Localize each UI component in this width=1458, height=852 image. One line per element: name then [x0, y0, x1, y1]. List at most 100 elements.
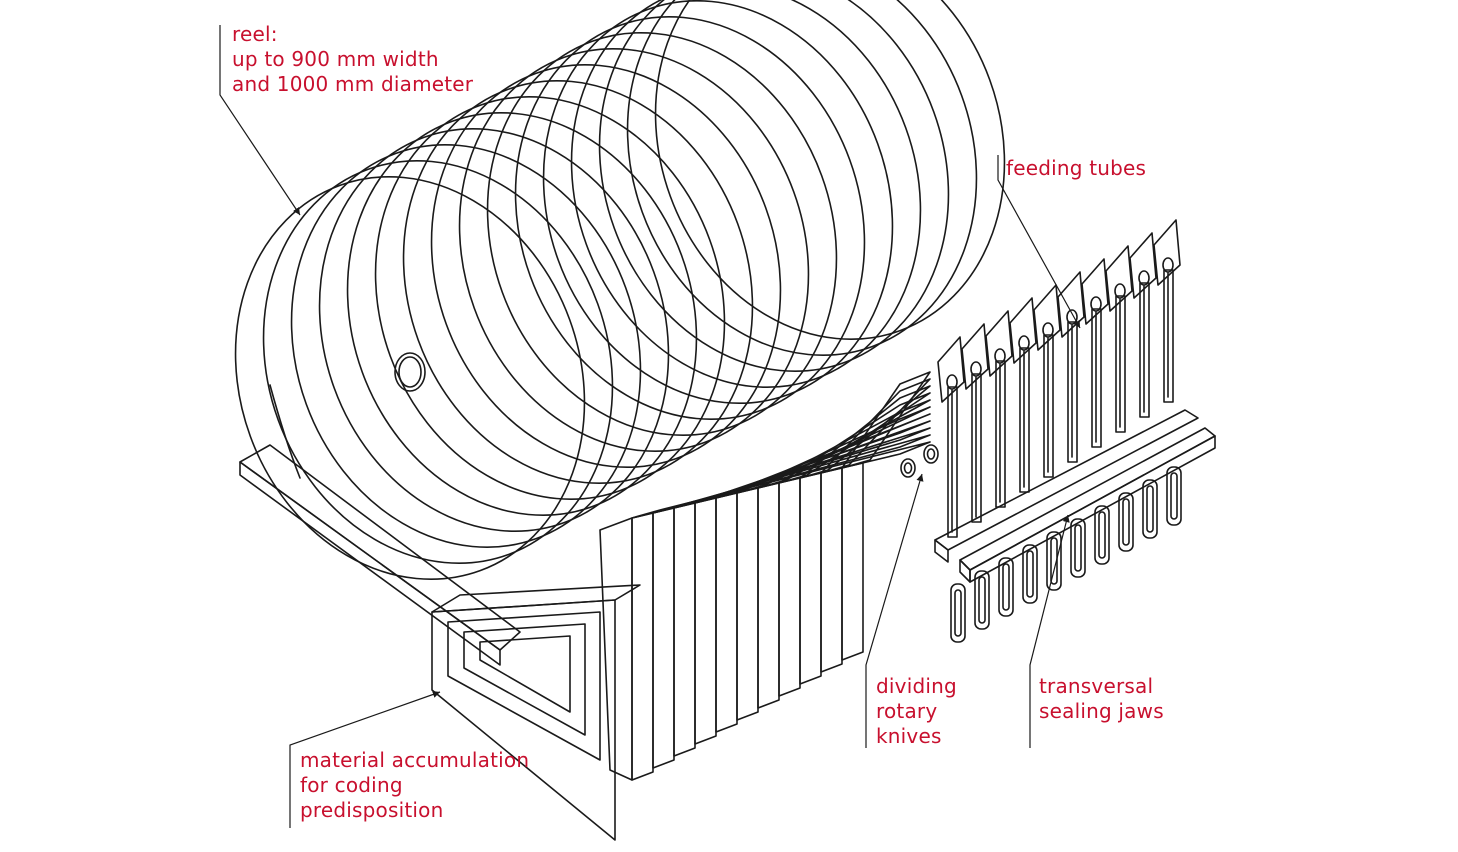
- web-band: [820, 467, 843, 673]
- dividing-knives-label: dividing rotary knives: [876, 674, 957, 749]
- reel-band: [318, 127, 670, 533]
- knife-1-icon: [900, 458, 916, 478]
- web-strip: [694, 420, 931, 504]
- reel-band: [486, 31, 838, 437]
- jaw-outer: [998, 557, 1014, 617]
- jaw-inner: [1146, 485, 1154, 533]
- jaw-inner: [1026, 550, 1034, 598]
- sealing-jaws-label: transversal sealing jaws: [1039, 674, 1164, 724]
- accumulation-label: material accumulation for coding predisp…: [300, 748, 529, 823]
- sealing-jaw: [1166, 466, 1182, 526]
- tube-funnel: [1057, 271, 1085, 338]
- feeding-tube: [1009, 297, 1037, 493]
- jaw-inner: [1098, 511, 1106, 559]
- reel-face: [234, 175, 586, 581]
- jaw-inner: [1170, 472, 1178, 520]
- dividing-knives-label-line-2: rotary: [876, 699, 938, 723]
- accumulation-leader: [289, 691, 441, 828]
- web-band: [841, 462, 864, 661]
- web-band: [673, 502, 696, 757]
- sealing-jaws-label-line-1: transversal: [1039, 674, 1154, 698]
- jaw-inner: [978, 576, 986, 624]
- tube-opening: [970, 361, 982, 377]
- feeding-tubes: [937, 219, 1181, 538]
- tube-body: [971, 373, 982, 523]
- jaw-outer: [974, 570, 990, 630]
- sealing-jaw: [1094, 505, 1110, 565]
- reel-band: [542, 0, 894, 405]
- tube-funnel: [985, 310, 1013, 377]
- tube-opening: [994, 348, 1006, 364]
- tube-funnel: [1081, 258, 1109, 325]
- tube-opening: [1018, 335, 1030, 351]
- jaw-outer: [1166, 466, 1182, 526]
- dividing-knives-label-line-1: dividing: [876, 674, 957, 698]
- reel-bands: [262, 0, 1006, 565]
- reel-band: [514, 15, 866, 421]
- web-band: [694, 497, 717, 745]
- jaw-outer: [1046, 531, 1062, 591]
- leader-lines: [219, 25, 1081, 828]
- tube-opening: [1090, 296, 1102, 312]
- reel-band: [458, 47, 810, 453]
- reel-label: reel: up to 900 mm width and 1000 mm dia…: [232, 22, 473, 97]
- feeding-tubes-leader: [997, 155, 1081, 329]
- tube-opening: [1138, 270, 1150, 286]
- sealing-jaw: [998, 557, 1014, 617]
- feeding-tubes-label-line-1: feeding tubes: [1006, 156, 1147, 180]
- knife-2-icon: [923, 444, 939, 464]
- accumulation-label-line-2: for coding: [300, 773, 403, 797]
- tube-funnel: [1129, 232, 1157, 299]
- jaw-outer: [1070, 518, 1086, 578]
- web-band: [736, 487, 759, 721]
- tube-opening: [1042, 322, 1054, 338]
- web-strip: [715, 413, 931, 499]
- reel-base-tray: [239, 444, 521, 666]
- web-strip: [820, 378, 931, 474]
- feeding-tube: [1153, 219, 1181, 403]
- reel-label-line-3: and 1000 mm diameter: [232, 72, 474, 96]
- tube-opening: [1114, 283, 1126, 299]
- web-band: [757, 482, 780, 709]
- sealing-jaws-leader: [1029, 514, 1070, 748]
- web-band: [715, 492, 738, 733]
- rotary-knives: [900, 444, 939, 478]
- reel-band: [346, 111, 698, 517]
- web-band: [778, 477, 801, 697]
- feeding-tube: [1033, 284, 1061, 478]
- web-bands: [599, 462, 864, 781]
- sealing-jaw: [1070, 518, 1086, 578]
- jaw-outer: [1118, 492, 1134, 552]
- tube-body: [1163, 269, 1174, 403]
- sealing-bars: [934, 409, 1216, 583]
- web-band: [631, 512, 654, 781]
- jaw-outer: [1022, 544, 1038, 604]
- tube-body: [947, 386, 958, 538]
- tube-funnel: [1009, 297, 1037, 364]
- accumulation-label-line-3: predisposition: [300, 798, 444, 822]
- web-strip: [652, 434, 931, 514]
- tube-opening: [1162, 257, 1174, 273]
- knives-leader: [865, 473, 924, 748]
- feeding-tube: [1081, 258, 1109, 448]
- feeding-tube: [1057, 271, 1085, 463]
- reel-label-line-2: up to 900 mm width: [232, 47, 439, 71]
- web-strips: [631, 371, 931, 519]
- tube-body: [1019, 347, 1030, 493]
- reel-band: [570, 0, 922, 389]
- tube-body: [1067, 321, 1078, 463]
- sealing-jaw: [1118, 492, 1134, 552]
- reel-band: [598, 0, 950, 373]
- sealing-jaw: [950, 583, 966, 643]
- reel-core-inner: [398, 356, 422, 388]
- dividing-knives-label-line-3: knives: [876, 724, 942, 748]
- tube-funnel: [1153, 219, 1181, 286]
- jaw-inner: [954, 589, 962, 637]
- tube-funnel: [1105, 245, 1133, 312]
- reel-band: [430, 63, 782, 469]
- jaw-inner: [1050, 537, 1058, 585]
- tube-body: [1115, 295, 1126, 433]
- jaw-outer: [1142, 479, 1158, 539]
- tube-body: [1043, 334, 1054, 478]
